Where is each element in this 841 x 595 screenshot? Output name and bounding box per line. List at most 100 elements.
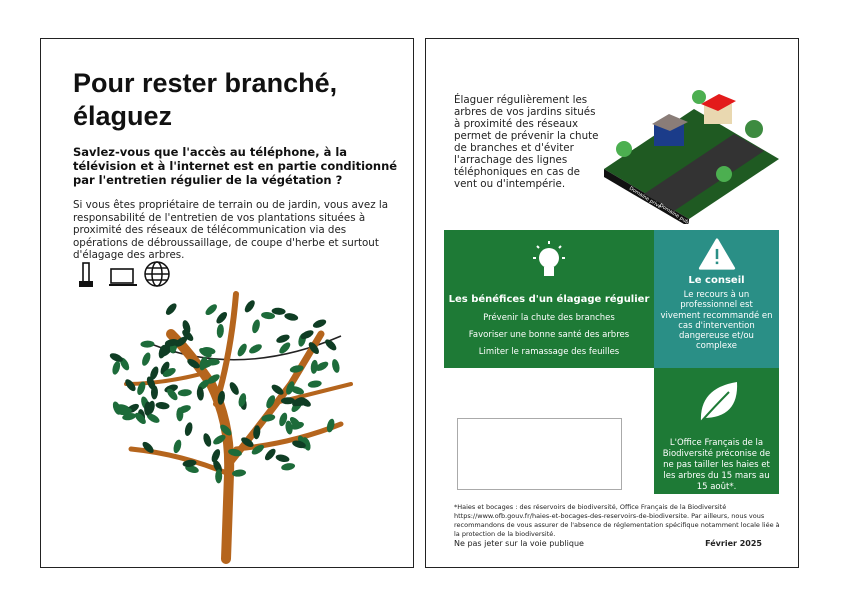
benefits-panel: Les bénéfices d'un élagage régulier Prév…: [444, 230, 654, 368]
leaf: [276, 334, 290, 343]
leaf: [326, 418, 335, 433]
page-title: Pour rester branché,élaguez: [73, 67, 337, 133]
leaf: [150, 366, 159, 380]
footer-disposal-note: Ne pas jeter sur la voie publique: [454, 539, 584, 548]
leaf: [173, 439, 182, 454]
leaf: [146, 413, 160, 423]
leaf: [308, 342, 319, 355]
leaf: [307, 380, 322, 388]
lightbulb-icon: [533, 241, 565, 276]
leaf: [196, 386, 204, 401]
footnote: *Haies et bocages : des réservoirs de bi…: [454, 503, 780, 538]
benefit-item: Favoriser une bonne santé des arbres: [468, 330, 630, 340]
right-page: Élaguer régulièrement les arbres de vos …: [425, 38, 799, 568]
leaf: [292, 440, 306, 449]
advice-panel: Le conseil Le recours à un professionnel…: [654, 230, 779, 368]
leaf: [228, 448, 242, 457]
leaf: [165, 303, 177, 315]
leaf: [315, 361, 329, 371]
ofb-text: L'Office Français de la Biodiversité pré…: [662, 438, 771, 492]
leaf: [175, 336, 188, 347]
leaf: [125, 379, 136, 392]
leaf: [112, 361, 121, 375]
leaf: [285, 420, 293, 435]
leaf: [146, 376, 156, 390]
leaf: [155, 402, 170, 410]
ofb-panel: L'Office Français de la Biodiversité pré…: [654, 368, 779, 494]
advice-title: Le conseil: [688, 275, 745, 286]
leaf: [251, 444, 264, 455]
leaf: [176, 407, 184, 422]
leaf: [279, 412, 288, 427]
leaf: [252, 319, 260, 334]
leaf: [232, 469, 247, 477]
leaf: [279, 342, 291, 354]
leaf: [244, 300, 255, 313]
leaf: [158, 344, 167, 359]
leaf-icon: [697, 382, 737, 425]
title-line: Pour rester branché,: [73, 68, 338, 98]
leaf: [266, 395, 276, 409]
phone-icon: [79, 262, 93, 287]
leaf: [160, 361, 170, 375]
leaf: [281, 463, 296, 471]
leaf: [271, 307, 286, 315]
leaf: [271, 384, 284, 395]
warning-icon: [698, 238, 735, 270]
leaf: [261, 414, 276, 422]
leaf: [249, 344, 262, 354]
globe-icon: [144, 261, 170, 287]
street-illustration: Domaine privé Domaine public: [604, 90, 779, 224]
leaf: [286, 381, 295, 395]
leaf: [140, 340, 155, 348]
leaf: [264, 448, 276, 461]
leaf: [261, 311, 276, 320]
leaf: [290, 386, 304, 395]
address-box: [457, 418, 622, 490]
tree-leaves: [109, 300, 340, 484]
leaf: [187, 358, 200, 369]
leaf: [142, 352, 151, 366]
tree-illustration: [109, 291, 353, 564]
leaf: [284, 313, 299, 321]
leaf: [332, 359, 340, 373]
leaf: [238, 393, 247, 407]
leaf: [177, 389, 192, 397]
leaf: [310, 359, 318, 374]
leaf: [292, 397, 305, 407]
leaf: [300, 330, 314, 340]
leaf: [275, 454, 290, 463]
leaf: [142, 441, 154, 453]
leaf: [312, 319, 327, 328]
leaf: [185, 465, 199, 474]
leaf: [184, 422, 193, 436]
footer-date: Février 2025: [705, 539, 762, 548]
leaf: [220, 424, 232, 436]
leaf: [237, 343, 247, 357]
left-page: Pour rester branché,élaguez Savlez-vous …: [40, 38, 414, 568]
benefit-item: Prévenir la chute des branches: [483, 313, 615, 323]
tree-trunk: [124, 291, 353, 564]
title-line: élaguez: [73, 101, 173, 131]
leaf: [167, 388, 178, 401]
leaf: [217, 390, 226, 405]
leaf: [216, 312, 228, 324]
leaf: [205, 304, 217, 316]
leaf: [144, 401, 152, 416]
leaf: [211, 449, 221, 463]
leaf: [199, 356, 208, 371]
benefit-item: Limiter le ramassage des feuilles: [478, 347, 620, 357]
benefits-title: Les bénéfices d'un élagage régulier: [448, 294, 650, 305]
leaf: [203, 433, 212, 447]
leaf: [289, 417, 301, 429]
leaf: [207, 374, 220, 384]
tv-icon: [109, 268, 137, 286]
leaf: [213, 434, 226, 445]
leaf: [109, 353, 123, 362]
body-text: Si vous êtes propriétaire de terrain ou …: [73, 199, 389, 261]
leaf: [215, 469, 223, 484]
leaf: [137, 381, 146, 395]
leaf: [289, 365, 304, 373]
leaf: [135, 412, 146, 425]
intro-text: Élaguer régulièrement les arbres de vos …: [454, 94, 599, 190]
